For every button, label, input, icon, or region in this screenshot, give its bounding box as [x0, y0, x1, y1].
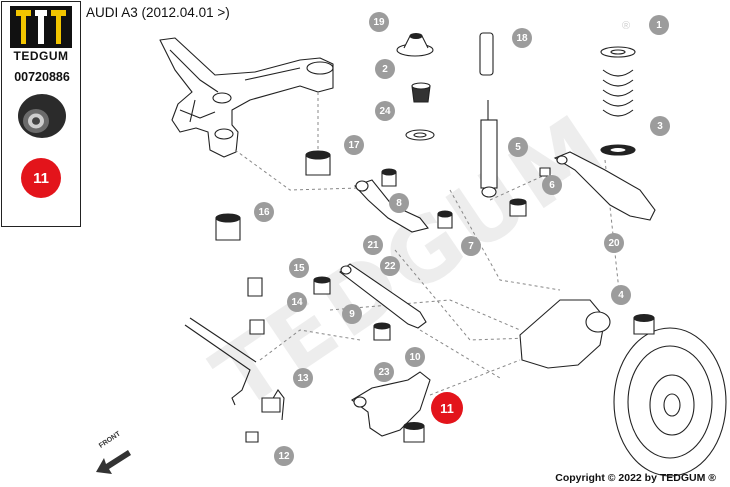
- highlight-callout-11[interactable]: 11: [431, 392, 463, 424]
- brand-name: TEDGUM: [13, 49, 69, 63]
- callout-12[interactable]: 12: [274, 446, 294, 466]
- callout-23[interactable]: 23: [374, 362, 394, 382]
- callout-18[interactable]: 18: [512, 28, 532, 48]
- callout-8[interactable]: 8: [389, 193, 409, 213]
- callout-17[interactable]: 17: [344, 135, 364, 155]
- wheel-hub: [519, 299, 727, 477]
- callout-5[interactable]: 5: [508, 137, 528, 157]
- callout-6[interactable]: 6: [542, 175, 562, 195]
- product-sidebar: TEDGUM 00720886 11: [1, 1, 81, 227]
- coil-spring: [600, 46, 636, 156]
- stabilizer-bar: [184, 317, 285, 421]
- callout-19[interactable]: 19: [369, 12, 389, 32]
- subframe: [159, 37, 334, 158]
- copyright-text: Copyright © 2022 by TEDGUM ®: [555, 472, 716, 484]
- callout-22[interactable]: 22: [380, 256, 400, 276]
- front-arrow-icon: [96, 450, 131, 474]
- top-mount: [396, 32, 434, 57]
- callout-15[interactable]: 15: [289, 258, 309, 278]
- callout-14[interactable]: 14: [287, 292, 307, 312]
- track-rod: [339, 263, 427, 329]
- callout-20[interactable]: 20: [604, 233, 624, 253]
- callout-1[interactable]: 1: [649, 15, 669, 35]
- tedgum-logo-icon: [10, 6, 72, 48]
- registered-mark: ®: [622, 20, 631, 32]
- callout-7[interactable]: 7: [461, 236, 481, 256]
- callout-24[interactable]: 24: [375, 101, 395, 121]
- shock-absorber: [479, 32, 498, 198]
- callout-9[interactable]: 9: [342, 304, 362, 324]
- highlight-number-badge: 11: [21, 158, 61, 198]
- callout-16[interactable]: 16: [254, 202, 274, 222]
- bushing-product-icon: [18, 94, 66, 138]
- washer: [405, 129, 435, 141]
- callout-4[interactable]: 4: [611, 285, 631, 305]
- callout-3[interactable]: 3: [650, 116, 670, 136]
- bushings: [215, 150, 655, 443]
- lower-arm: [351, 371, 431, 437]
- part-number: 00720886: [14, 70, 70, 84]
- leader-lines: [234, 92, 621, 396]
- callout-21[interactable]: 21: [363, 235, 383, 255]
- vehicle-title: AUDI A3 (2012.04.01 >): [86, 5, 230, 20]
- callout-13[interactable]: 13: [293, 368, 313, 388]
- callout-2[interactable]: 2: [375, 59, 395, 79]
- callout-10[interactable]: 10: [405, 347, 425, 367]
- spring-arm: [553, 151, 656, 221]
- bump-stop: [411, 82, 431, 103]
